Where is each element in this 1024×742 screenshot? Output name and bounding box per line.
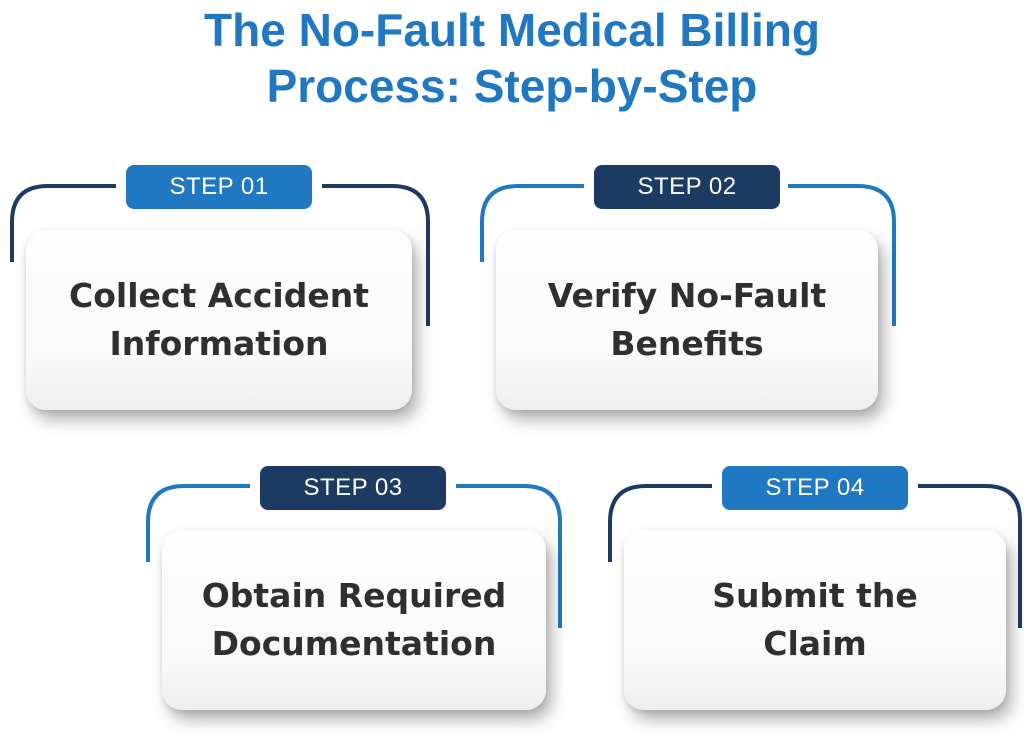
step-04-badge: STEP 04 bbox=[722, 466, 908, 510]
step-03-frame-line bbox=[146, 484, 562, 628]
step-03-card: Obtain Required Documentation bbox=[162, 530, 546, 710]
step-02-text: Verify No-Fault Benefits bbox=[547, 276, 827, 363]
step-03-badge: STEP 03 bbox=[260, 466, 446, 510]
step-01-frame-line bbox=[10, 184, 430, 326]
title-line-1: The No-Fault Medical Billing bbox=[204, 4, 820, 56]
step-03-text: Obtain Required Documentation bbox=[201, 576, 507, 663]
step-02-frame-line bbox=[480, 184, 896, 326]
step-02-badge: STEP 02 bbox=[594, 165, 780, 209]
step-04-text: Submit the Claim bbox=[712, 576, 918, 663]
step-01-text: Collect Accident Information bbox=[69, 276, 369, 363]
step-04-card: Submit the Claim bbox=[624, 530, 1006, 710]
title-line-2: Process: Step-by-Step bbox=[266, 60, 758, 112]
step-02-card: Verify No-Fault Benefits bbox=[496, 230, 878, 410]
step-01-badge: STEP 01 bbox=[126, 165, 312, 209]
step-01-card: Collect Accident Information bbox=[26, 230, 412, 410]
page-title: The No-Fault Medical Billing Process: St… bbox=[0, 0, 1024, 114]
step-04-frame-line bbox=[608, 484, 1022, 628]
